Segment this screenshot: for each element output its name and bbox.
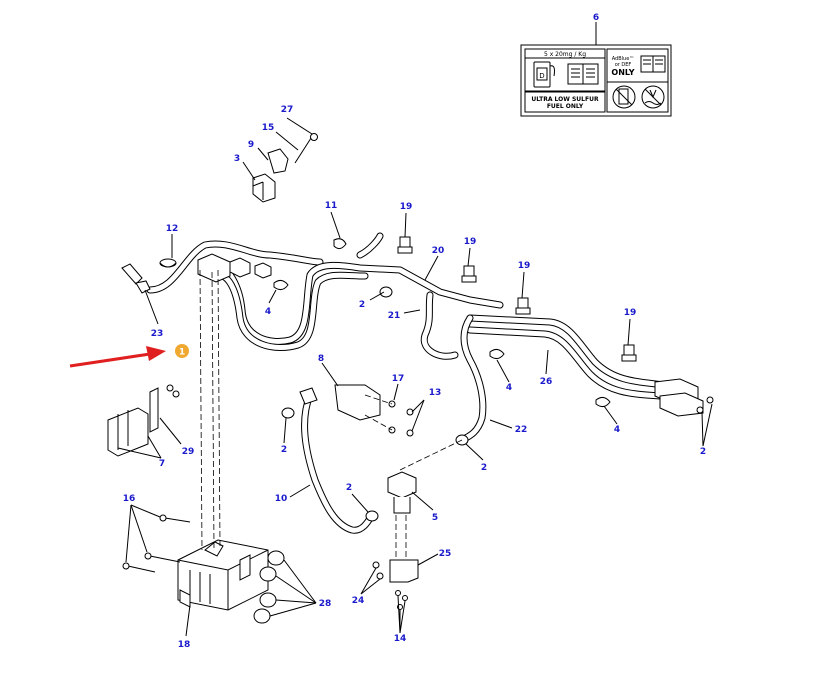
callout-22[interactable]: 22 [515,425,528,435]
callout-15[interactable]: 15 [262,123,275,133]
callout-19-a[interactable]: 19 [400,202,413,212]
bracket [334,384,414,437]
callout-29[interactable]: 29 [182,447,195,457]
pump-unit [177,539,269,611]
sensor [121,263,151,294]
decal-fuel-line2: FUEL ONLY [547,103,584,110]
red-arrow [69,346,166,368]
side-bracket [107,384,180,457]
decal-adblue-line3: ONLY [611,68,634,77]
callout-11[interactable]: 11 [325,201,338,211]
decal-adblue-line2: or DEF [615,62,632,68]
callout-5[interactable]: 5 [432,513,438,523]
callout-13[interactable]: 13 [429,388,442,398]
callout-2-d[interactable]: 2 [481,463,487,473]
callout-2-e[interactable]: 2 [346,483,352,493]
callout-19-d[interactable]: 19 [624,308,637,318]
callout-20[interactable]: 20 [432,246,445,256]
warning-decal: 5 x 20mg / Kg D ULTRA LOW SULFUR FUEL ON… [520,44,672,117]
no-pour-icon [612,85,636,109]
callout-23[interactable]: 23 [151,329,164,339]
callout-19-b[interactable]: 19 [464,237,477,247]
long-bolts [122,514,191,573]
svg-text:D: D [539,72,544,80]
manual-book-icon [640,55,666,73]
callout-28[interactable]: 28 [319,599,332,609]
fuel-pump-icon: D [533,61,555,88]
callout-2-a[interactable]: 2 [359,300,365,310]
callout-8[interactable]: 8 [318,354,324,364]
callout-24[interactable]: 24 [352,596,365,606]
callout-2-b[interactable]: 2 [700,447,706,457]
callout-25[interactable]: 25 [439,549,452,559]
callout-2-c[interactable]: 2 [281,445,287,455]
valve [387,471,417,514]
callout-10[interactable]: 10 [275,494,288,504]
callout-7[interactable]: 7 [159,459,165,469]
connector-cluster-right [654,378,714,417]
decal-fuel-line1: ULTRA LOW SULFUR [531,96,599,103]
hose-clip [159,258,177,268]
pipe-harness [146,232,669,534]
highlight-marker[interactable]: 1 [175,344,189,358]
callout-9[interactable]: 9 [248,140,254,150]
callout-6[interactable]: 6 [593,13,599,23]
callout-21[interactable]: 21 [388,311,401,321]
rubber-mounts [253,550,285,624]
leader-lines [117,211,713,637]
callout-4-c[interactable]: 4 [614,425,620,435]
manual-book-icon [567,63,599,85]
callout-16[interactable]: 16 [123,494,136,504]
callout-17[interactable]: 17 [392,374,405,384]
decal-dosage-text: 5 x 20mg / Kg [544,51,586,58]
decal-adblue-line1: AdBlue™ [612,56,635,62]
marker-label: 1 [179,348,185,358]
callout-19-c[interactable]: 19 [518,261,531,271]
callout-labels: 6 27 15 9 3 11 19 19 19 19 20 12 2 21 4 … [123,13,706,650]
callout-3[interactable]: 3 [234,154,240,164]
callout-27[interactable]: 27 [281,105,294,115]
callout-18[interactable]: 18 [178,640,191,650]
connector-cluster-left [197,253,272,283]
mount-bracket [372,559,419,610]
no-water-icon [641,85,665,109]
callout-14[interactable]: 14 [394,634,407,644]
callout-26[interactable]: 26 [540,377,553,387]
callout-4-b[interactable]: 4 [506,383,512,393]
clamp-assembly [252,133,318,203]
callout-12[interactable]: 12 [166,224,179,234]
callout-4-a[interactable]: 4 [265,307,271,317]
clips [273,236,637,522]
